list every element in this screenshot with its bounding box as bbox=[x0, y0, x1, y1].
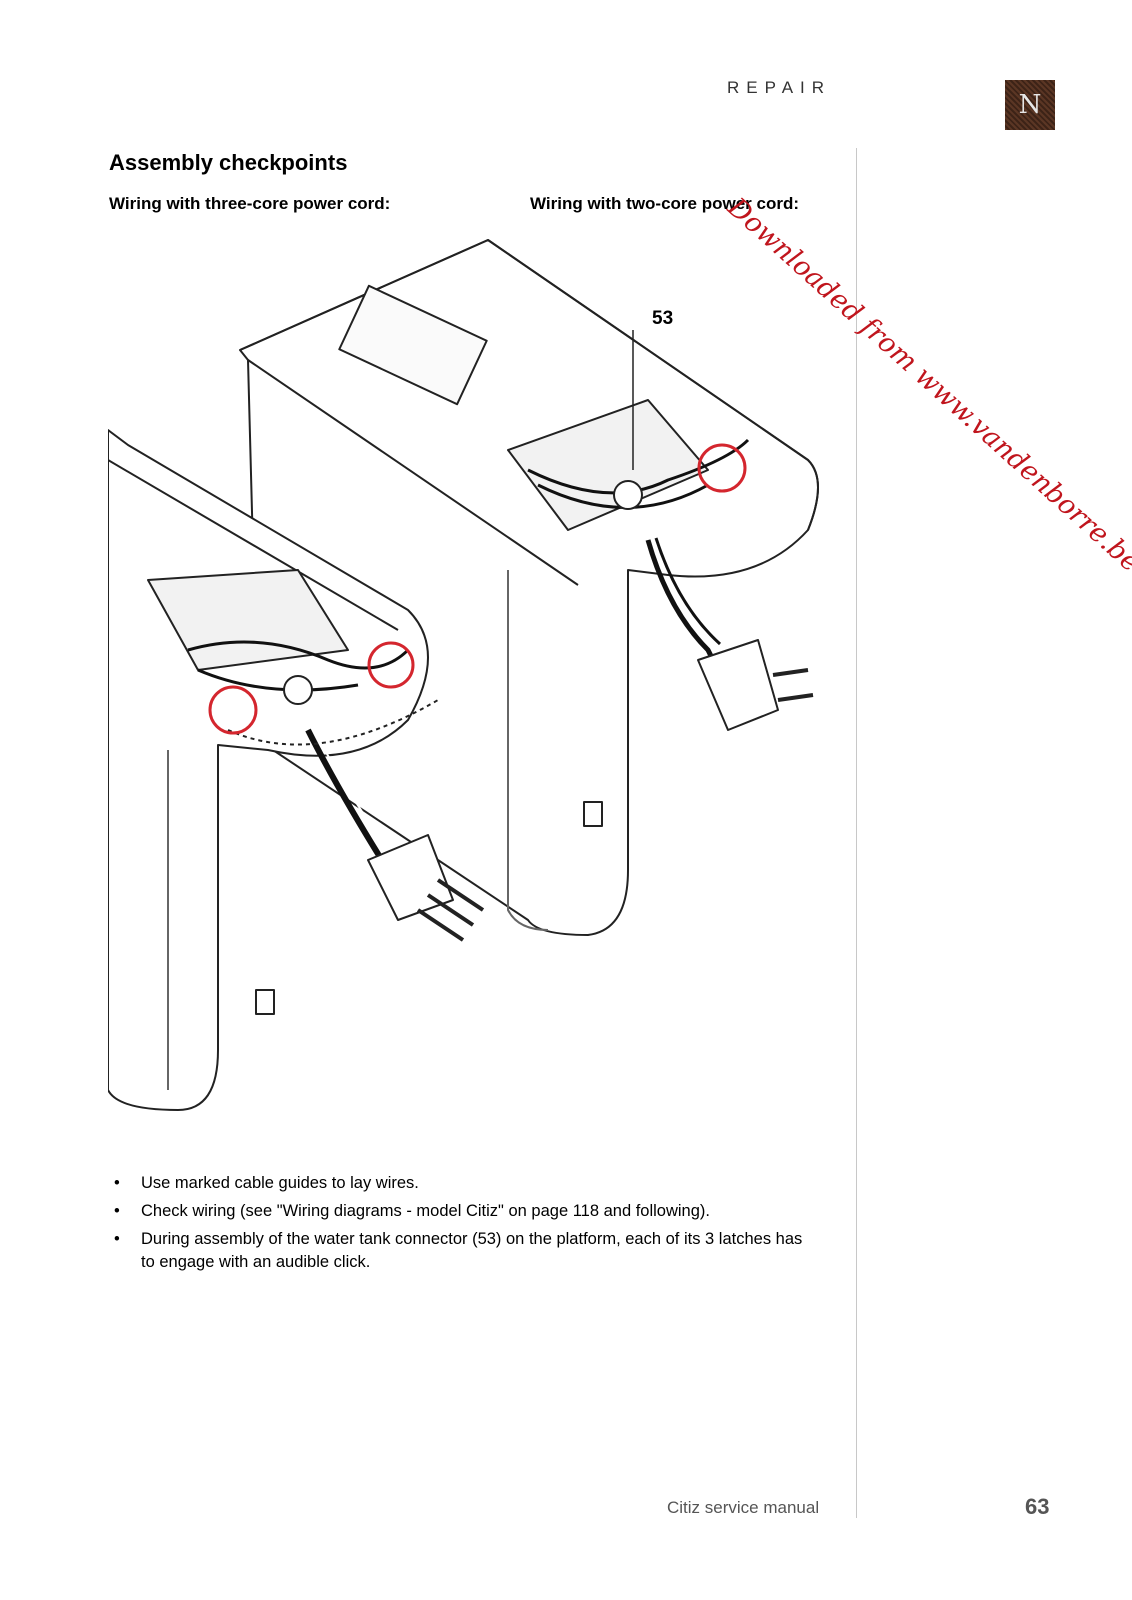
part-callout-53: 53 bbox=[652, 308, 674, 329]
page-title: Assembly checkpoints bbox=[109, 150, 348, 175]
page-number: 63 bbox=[1025, 1494, 1050, 1519]
bullet-dot: • bbox=[114, 1174, 120, 1192]
section-label: REPAIR bbox=[727, 78, 832, 97]
nespresso-logo: N bbox=[1005, 80, 1055, 130]
list-item-text: Use marked cable guides to lay wires. bbox=[141, 1174, 419, 1192]
logo-letter: N bbox=[1018, 90, 1042, 120]
subtitle-three-core: Wiring with three-core power cord: bbox=[109, 194, 391, 213]
list-item: • During assembly of the water tank conne… bbox=[112, 1228, 812, 1274]
manual-name: Citiz service manual bbox=[667, 1498, 820, 1517]
list-item-text: Check wiring (see "Wiring diagrams - mod… bbox=[141, 1202, 710, 1220]
subtitle-two-core: Wiring with two-core power cord: bbox=[530, 194, 800, 213]
list-item-text: During assembly of the water tank connec… bbox=[141, 1230, 803, 1271]
column-divider bbox=[856, 148, 857, 1518]
bullet-dot: • bbox=[114, 1202, 120, 1220]
bullet-dot: • bbox=[114, 1230, 120, 1248]
list-item: • Check wiring (see "Wiring diagrams - mo… bbox=[112, 1200, 812, 1223]
list-item: • Use marked cable guides to lay wires. bbox=[112, 1172, 812, 1195]
checkpoint-list: • Use marked cable guides to lay wires. •… bbox=[112, 1172, 812, 1279]
wiring-illustration bbox=[108, 239, 819, 1111]
